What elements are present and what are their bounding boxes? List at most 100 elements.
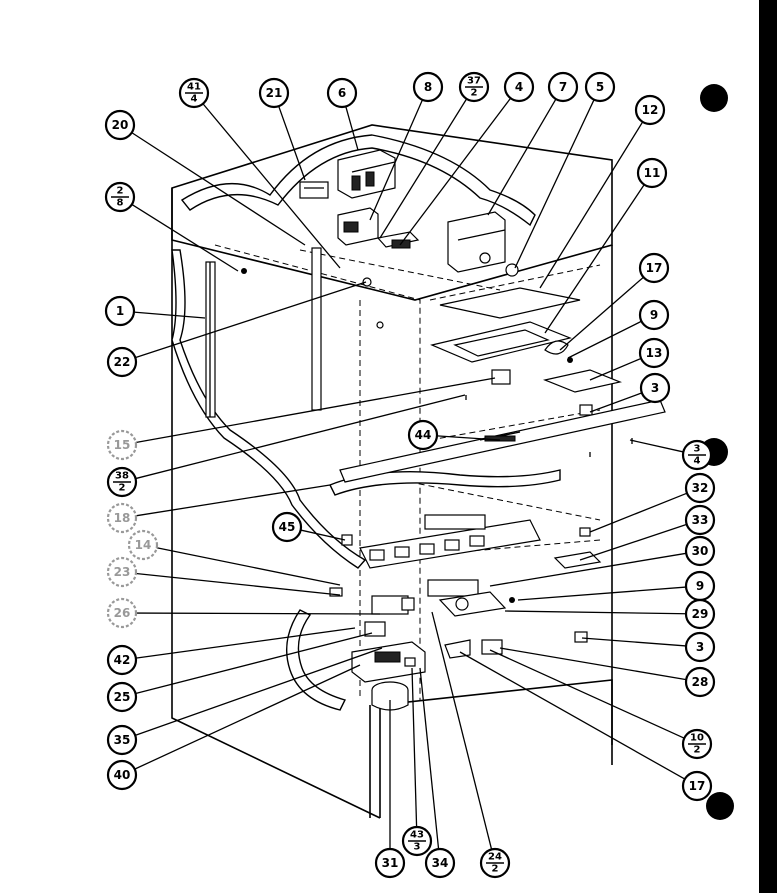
callout-c34: 34 — [424, 847, 456, 879]
callout-number: 42 — [114, 653, 131, 667]
callout-c21: 21 — [258, 77, 290, 109]
callout-number: 45 — [279, 520, 296, 534]
center-rail — [339, 399, 666, 483]
callout-number: 44 — [415, 428, 432, 442]
lower-compartment — [329, 514, 602, 711]
callout-c41-4: 414 — [178, 77, 210, 109]
callout-number: 21 — [266, 86, 283, 100]
leader-line-c20 — [131, 132, 306, 246]
callout-number: 30 — [692, 544, 709, 558]
callout-number: 37 — [467, 76, 481, 87]
callout-number: 6 — [338, 86, 346, 100]
leader-line-c7 — [487, 98, 557, 216]
registration-dot-bottom — [706, 792, 734, 820]
leader-line-c2-8 — [131, 203, 239, 272]
leader-line-c24-2 — [431, 611, 493, 850]
leader-line-c23 — [135, 572, 341, 596]
leader-line-c8 — [369, 99, 423, 221]
callout-c2-8: 28 — [104, 181, 136, 213]
callout-c24-2: 242 — [479, 847, 511, 879]
leader-line-c13 — [589, 357, 642, 381]
callout-c35: 35 — [106, 724, 138, 756]
callout-number: 40 — [114, 768, 131, 782]
liner-strips — [205, 247, 322, 418]
callout-number: 23 — [114, 565, 131, 579]
callout-number: 12 — [642, 103, 659, 117]
callout-c28: 28 — [684, 666, 716, 698]
callout-c3a: 3 — [639, 372, 671, 404]
callout-quantity: 2 — [471, 88, 478, 99]
callout-c31: 31 — [374, 847, 406, 879]
callout-c6: 6 — [326, 77, 358, 109]
leader-line-c21 — [278, 105, 306, 181]
callout-number: 14 — [135, 538, 152, 552]
callout-c8: 8 — [412, 71, 444, 103]
callout-c13: 13 — [638, 337, 670, 369]
leader-line-c25 — [135, 632, 373, 695]
callout-number: 3 — [694, 444, 701, 455]
callout-number: 1 — [116, 304, 124, 318]
leader-line-c3a — [589, 392, 643, 413]
callout-c15: 15 — [106, 429, 138, 461]
callout-c20: 20 — [104, 109, 136, 141]
callout-number: 25 — [114, 690, 131, 704]
callout-c43-3: 433 — [401, 825, 433, 857]
callout-c29: 29 — [684, 598, 716, 630]
leader-line-c1 — [133, 311, 206, 319]
callout-number: 20 — [112, 118, 129, 132]
leader-line-c33 — [579, 523, 687, 561]
callout-number: 8 — [424, 80, 432, 94]
leader-line-c9a — [567, 320, 642, 359]
callout-c25: 25 — [106, 681, 138, 713]
leader-line-c45 — [300, 529, 346, 541]
callout-c9a: 9 — [638, 299, 670, 331]
callout-c12: 12 — [634, 94, 666, 126]
leader-lines — [131, 97, 688, 850]
callout-c18: 18 — [106, 502, 138, 534]
callout-number: 28 — [692, 675, 709, 689]
callout-number: 43 — [410, 830, 424, 841]
leader-line-c12 — [539, 121, 644, 289]
registration-dot-top — [700, 84, 728, 112]
leader-line-c34 — [419, 667, 440, 850]
callout-c30: 30 — [684, 535, 716, 567]
callout-quantity: 2 — [119, 483, 126, 494]
callout-number: 7 — [559, 80, 567, 94]
callout-c17b: 17 — [681, 770, 713, 802]
callout-number: 4 — [515, 80, 523, 94]
callout-number: 35 — [114, 733, 131, 747]
callout-number: 29 — [692, 607, 709, 621]
callout-number: 9 — [696, 579, 704, 593]
callout-number: 41 — [187, 82, 201, 93]
callout-c33: 33 — [684, 504, 716, 536]
callout-number: 3 — [651, 381, 659, 395]
leader-line-c38-2 — [135, 394, 466, 480]
callout-number: 15 — [114, 438, 131, 452]
leader-line-c18 — [135, 484, 331, 517]
leader-line-c30 — [489, 552, 687, 587]
callout-c40: 40 — [106, 759, 138, 791]
callout-quantity: 2 — [492, 864, 499, 875]
callout-c45: 45 — [271, 511, 303, 543]
leader-line-c22 — [135, 281, 367, 359]
callout-number: 2 — [117, 186, 124, 197]
callout-number: 13 — [646, 346, 663, 360]
callout-quantity: 4 — [191, 94, 198, 105]
callout-number: 17 — [646, 261, 663, 275]
leader-line-c4 — [399, 97, 512, 246]
callout-c42: 42 — [106, 644, 138, 676]
leader-line-c15 — [135, 377, 496, 444]
leader-line-c11 — [544, 184, 645, 334]
callout-number: 24 — [488, 852, 502, 863]
callout-c38-2: 382 — [106, 466, 138, 498]
callout-quantity: 2 — [694, 745, 701, 756]
callout-c22: 22 — [106, 346, 138, 378]
leader-line-c14 — [156, 547, 341, 586]
leader-line-c5 — [514, 99, 595, 269]
callout-c11: 11 — [636, 157, 668, 189]
leader-line-c32 — [589, 492, 688, 533]
scan-edge-strip — [759, 0, 777, 893]
leader-line-c26 — [135, 612, 381, 615]
leader-line-c44 — [436, 435, 501, 441]
